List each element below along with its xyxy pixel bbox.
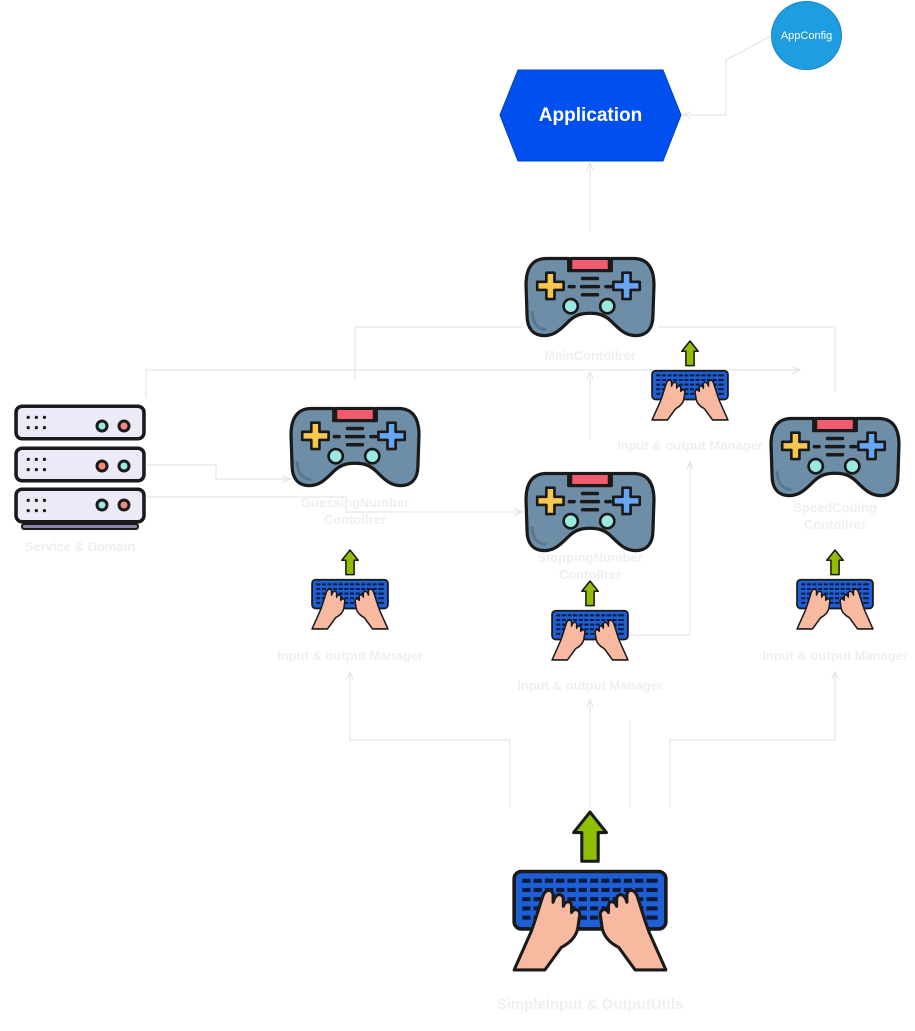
main-controller-label: MainContollrer (544, 348, 636, 363)
io-manager-speed-label: Input & output Manager (762, 648, 908, 663)
edge-speed-main (658, 326, 836, 392)
edge-stopio-mainio (630, 462, 690, 636)
service-domain-label: Service & Domain (24, 539, 136, 554)
speedcoding-controller-label: SpeedCoding Contollrer (793, 500, 877, 532)
application-node (499, 69, 682, 162)
app-config-node: AppConfig (771, 1, 842, 70)
stopping-io-keyboard-icon (551, 580, 629, 661)
edges (145, 35, 836, 808)
edge-simple-guessingio (350, 672, 511, 808)
speed-io-keyboard-icon (796, 549, 874, 630)
service-server-rack-icon (14, 404, 146, 530)
guessing-io-keyboard-icon (311, 549, 389, 630)
edge-appconfig-application (683, 35, 772, 115)
edge-service-stopping (146, 496, 522, 512)
simple-io-label: SimpleInput & OutputUtils (496, 996, 684, 1013)
stopping-controller-gamepad-icon (524, 471, 656, 553)
guessing-controller-label: GuessingNumber Contollrer (300, 495, 410, 527)
application-label: Application (538, 104, 643, 126)
stopping-controller-label: StoppingNumber Contollrer (537, 550, 643, 582)
guessing-controller-gamepad-icon (289, 406, 421, 488)
io-manager-stopping-label: Input & output Manager (517, 678, 663, 693)
io-manager-main-label: Input & output Manager (617, 438, 763, 453)
edge-guessing-main (354, 326, 522, 380)
edge-service-guessing (146, 464, 290, 479)
io-manager-guessing-label: Input & output Manager (277, 648, 423, 663)
edge-service-top (145, 370, 800, 398)
main-controller-gamepad-icon (524, 256, 656, 338)
simple-io-keyboard-icon (512, 810, 668, 972)
edge-simple-speedio (669, 672, 835, 808)
speedcoding-controller-gamepad-icon (769, 416, 901, 498)
